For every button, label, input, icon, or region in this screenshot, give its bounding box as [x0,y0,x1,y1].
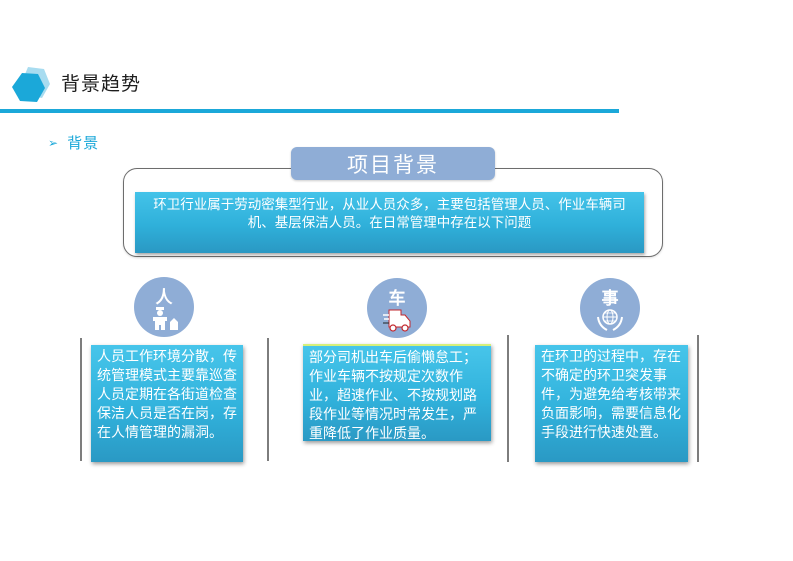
issue-card-vehicles: 部分司机出车后偷懒怠工；作业车辆不按规定次数作业，超速作业、不按规划路段作业等情… [303,344,491,442]
header-divider [0,109,619,113]
vehicle-caption: 车 [388,289,406,309]
issue-card-events: 在环卫的过程中，存在不确定的环卫突发事件，为避免给考核带来负面影响，需要信息化手… [535,345,688,462]
divider-line [267,338,269,461]
section-label: 背景 [67,134,100,152]
truck-icon [383,309,411,332]
issue-card-people: 人员工作环境分散，传统管理模式主要靠巡查人员定期在各街道检查保洁人员是否在岗，存… [91,345,243,462]
worker-icon [153,307,178,330]
arrow-bullet-icon: ➢ [48,135,59,150]
vehicle-icon-circle: 车 [367,278,427,338]
event-icon-circle: 事 [580,278,640,338]
hexagon-icon [12,67,50,102]
globe-hands-icon [597,309,623,331]
project-background-title: 项目背景 [291,147,495,180]
divider-line [697,335,699,462]
event-caption: 事 [601,289,619,309]
page-title: 背景趋势 [61,73,142,95]
divider-line [507,335,509,462]
divider-line [80,338,82,461]
section-heading: ➢ 背景 [48,132,99,153]
people-icon-circle: 人 [134,277,194,337]
people-caption: 人 [155,288,173,308]
project-background-description: 环卫行业属于劳动密集型行业，从业人员众多，主要包括管理人员、作业车辆司机、基层保… [135,192,644,253]
